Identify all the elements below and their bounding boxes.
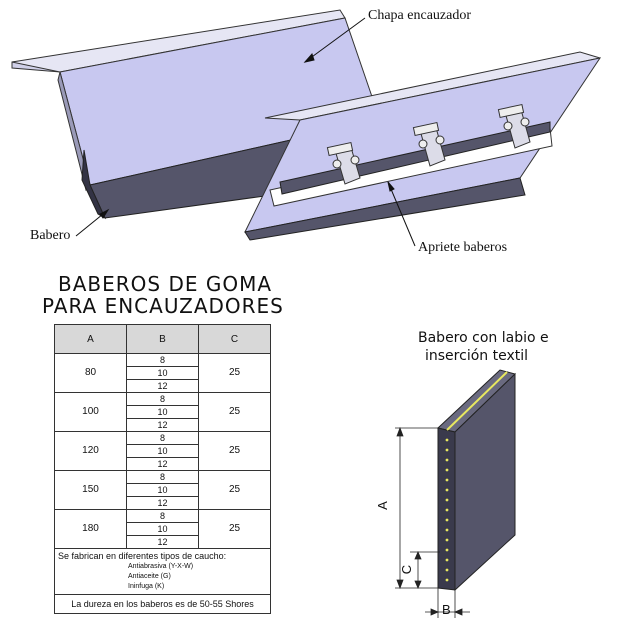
babero-detail-drawing — [395, 369, 516, 618]
cell-c: 25 — [198, 470, 271, 510]
leader-lines — [75, 17, 416, 247]
table-row: 150 8 25 — [54, 470, 271, 510]
title-line-1: BABEROS DE GOMA — [58, 272, 273, 296]
cell-c: 25 — [198, 353, 271, 393]
cell-b: 12 — [126, 418, 199, 432]
cell-b: 8 — [126, 509, 199, 523]
table-row: 80 8 25 — [54, 353, 271, 393]
callout-chapa-encauzador: Chapa encauzador — [368, 8, 471, 23]
callout-babero: Babero — [30, 228, 71, 243]
dimension-c — [410, 550, 440, 590]
cell-b: 10 — [126, 483, 199, 497]
dim-label-a: A — [374, 501, 390, 510]
table-header-row: A B C — [54, 324, 271, 354]
specs-table: A B C 80 8 25 10 12 100 8 25 10 12 120 8… — [54, 324, 271, 614]
cell-b: 12 — [126, 457, 199, 471]
apriete-clamp-1 — [326, 141, 361, 185]
header-c: C — [198, 324, 271, 354]
rubber-types-row: Se fabrican en diferentes tipos de cauch… — [54, 548, 271, 595]
cell-b: 10 — [126, 444, 199, 458]
rubber-type-item: Ininfuga (K) — [128, 583, 165, 590]
dimension-a — [395, 426, 438, 590]
cell-b: 10 — [126, 405, 199, 419]
dimension-b — [425, 588, 470, 618]
cell-c: 25 — [198, 392, 271, 432]
hardness-row: La dureza en los baberos es de 50-55 Sho… — [54, 594, 271, 614]
cell-a: 180 — [54, 509, 127, 549]
cell-b: 12 — [126, 496, 199, 510]
cell-a: 80 — [54, 353, 127, 393]
cell-b: 10 — [126, 522, 199, 536]
rubber-types-note: Se fabrican en diferentes tipos de cauch… — [58, 551, 227, 561]
dim-label-b: B — [442, 602, 451, 617]
apriete-clamp-2 — [412, 121, 446, 167]
cell-a: 100 — [54, 392, 127, 432]
table-row: 180 8 25 — [54, 509, 271, 549]
header-b: B — [126, 324, 199, 354]
callout-apriete-baberos: Apriete baberos — [418, 240, 508, 255]
cell-b: 12 — [126, 379, 199, 393]
hardness-note: La dureza en los baberos es de 50-55 Sho… — [54, 594, 271, 614]
cell-b: 8 — [126, 392, 199, 406]
rubber-type-item: Antiabrasiva (Y-X-W) — [128, 563, 194, 570]
cell-b: 8 — [126, 470, 199, 484]
detail-title-line-2: inserción textil — [425, 348, 529, 364]
textile-insert-dots — [445, 438, 449, 582]
title-line-2: PARA ENCAUZADORES — [42, 294, 284, 318]
table-row: 120 8 25 — [54, 431, 271, 471]
dim-label-c: C — [399, 564, 415, 575]
cell-b: 12 — [126, 535, 199, 549]
apriete-clamp-3 — [497, 103, 531, 149]
cell-c: 25 — [198, 509, 271, 549]
cell-b: 8 — [126, 431, 199, 445]
cell-a: 120 — [54, 431, 127, 471]
rubber-type-item: Antiaceite (G) — [128, 573, 171, 580]
cell-b: 8 — [126, 353, 199, 367]
cell-c: 25 — [198, 431, 271, 471]
cell-a: 150 — [54, 470, 127, 510]
detail-title-line-1: Babero con labio e — [418, 330, 549, 346]
cell-b: 10 — [126, 366, 199, 380]
header-a: A — [54, 324, 127, 354]
table-row: 100 8 25 — [54, 392, 271, 432]
